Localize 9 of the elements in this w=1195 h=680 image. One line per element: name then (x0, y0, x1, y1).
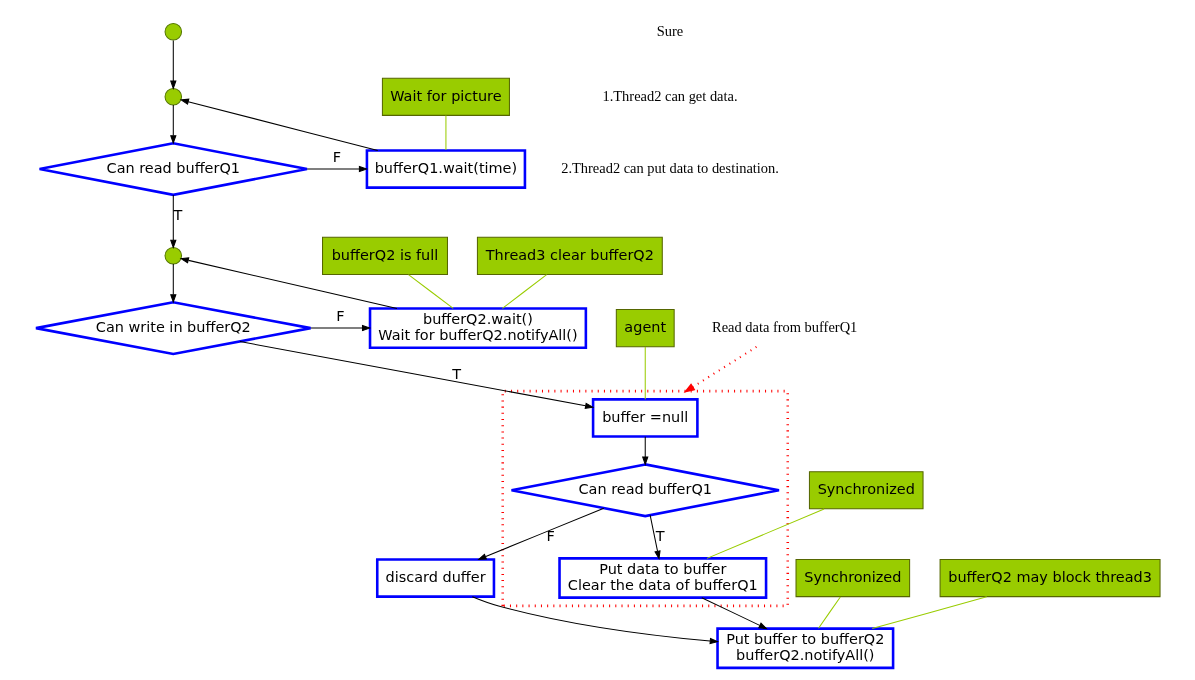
edge-label: T (655, 527, 665, 544)
edge-label: F (335, 307, 344, 324)
edge-label: T (451, 365, 461, 382)
edge-label: F (332, 148, 341, 165)
label: 1.Thread2 can get data. (601, 87, 738, 104)
label: Sure (656, 22, 683, 39)
label: 2.Thread2 can put data to destination. (560, 159, 779, 176)
edge-label: F (546, 527, 555, 544)
node-text: Read data from bufferQ1 (711, 318, 857, 335)
